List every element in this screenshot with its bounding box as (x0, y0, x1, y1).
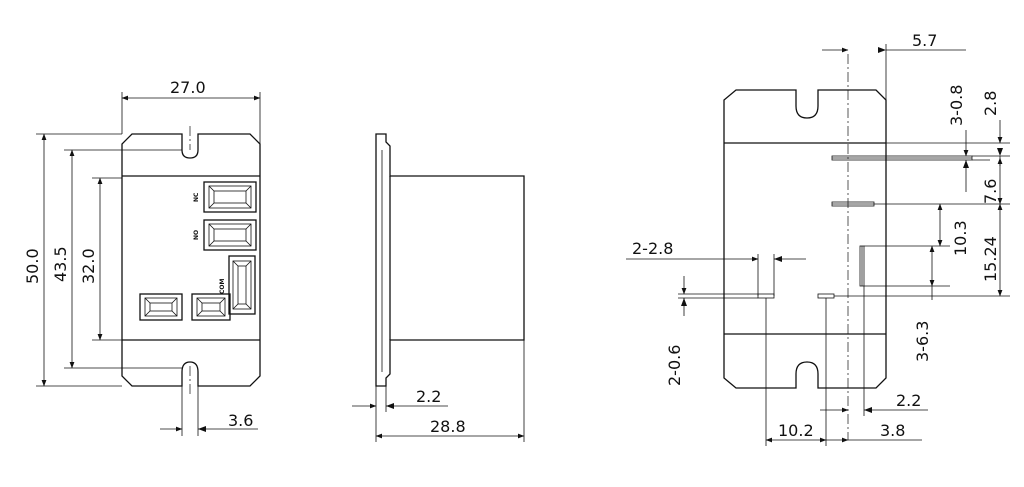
coil-terminal-left (139, 293, 183, 321)
dim-pin-spacing-c: 15.24 (981, 236, 1000, 282)
dim-total-height: 50.0 (23, 248, 42, 284)
dim-mount-pitch: 43.5 (51, 246, 70, 282)
dim-slot-qty-width: 3-0.8 (947, 85, 966, 126)
terminal-com (228, 255, 256, 315)
dim-right-plate: 2.2 (896, 391, 921, 410)
dim-width: 27.0 (170, 78, 206, 97)
terminal-com-label: COM (219, 278, 226, 294)
front-body-outline (121, 133, 261, 387)
dim-right-offset: 3.8 (880, 421, 905, 440)
coil-pin-right (817, 293, 835, 299)
dim-slot-width: 3.6 (228, 411, 253, 430)
front-view: NC NO COM (23, 78, 261, 436)
coil-terminal-right (191, 293, 231, 321)
side-mount-plate (375, 133, 525, 387)
dim-body-height: 32.0 (79, 248, 98, 284)
dim-depth: 28.8 (430, 417, 466, 436)
dim-pin-spacing-a: 7.6 (981, 179, 1000, 204)
side-view: 2.2 28.8 (352, 133, 525, 442)
pcb-view: 5.7 3-0.8 2.8 7.6 10.3 15.24 3-6.3 (626, 31, 1010, 446)
dim-coil-pitch: 10.2 (778, 421, 814, 440)
dim-pin-spacing-b: 10.3 (951, 220, 970, 256)
terminal-nc-label: NC (193, 192, 200, 202)
dim-top-offset: 5.7 (912, 31, 937, 50)
dim-slot-qty-len: 3-6.3 (913, 321, 932, 362)
coil-pin-left (757, 293, 775, 299)
terminal-no-label: NO (193, 230, 200, 240)
terminal-nc (203, 181, 257, 213)
dim-coil-pin-size: 2-2.8 (632, 239, 673, 258)
pcb-body-outline (723, 89, 887, 389)
dim-coil-pin-thick: 2-0.6 (665, 345, 684, 386)
dim-plate: 2.2 (416, 387, 441, 406)
terminal-no (203, 219, 257, 251)
dim-top-spacing: 2.8 (981, 91, 1000, 116)
